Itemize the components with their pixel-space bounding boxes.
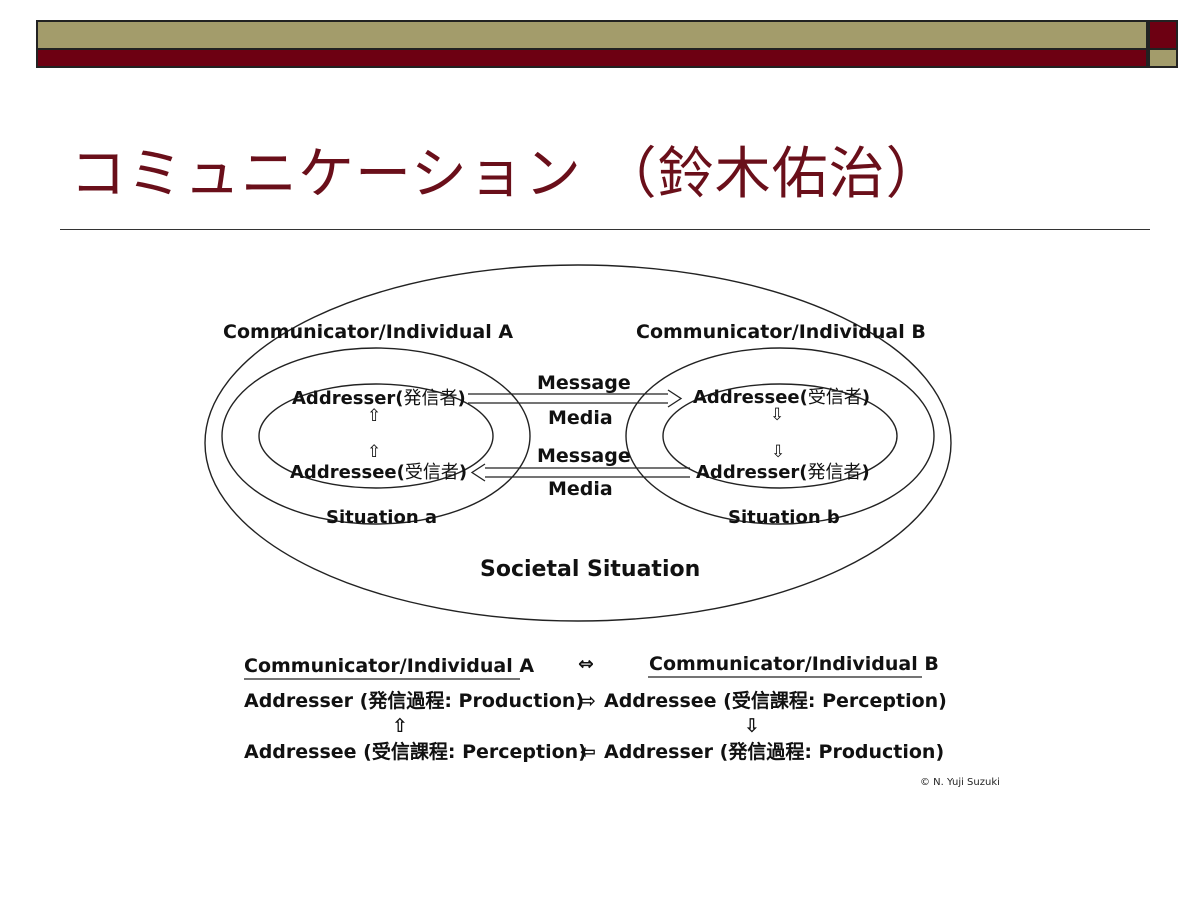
situation-a-ellipse [221,347,531,525]
situation-a-label: Situation a [326,507,437,528]
table-row1-right: Addressee (受信課程: Perception) [604,689,947,712]
message-arrow-b-to-a [470,463,690,482]
addresser-b-japanese-text: 発信者 [808,462,862,483]
table-row3-right: Addresser (発信過程: Production) [604,740,944,763]
individual-a-label: Communicator/Individual A [223,321,513,343]
table-right-header: Communicator/Individual B [649,653,939,675]
addresser-b-latin-text: Addresser( [696,462,808,483]
copyright-credit: © N. Yuji Suzuki [920,777,1000,788]
addressee-a-latin-text: Addressee( [290,462,405,483]
addressee-b-japanese-text: 受信者 [808,387,862,408]
addressee-a-label: Addressee(受信者) [290,462,467,483]
addressee-b-closing-paren: ) [862,387,870,408]
addresser-a-label: Addresser(発信者) [292,388,466,409]
slide-title: コミュニケーション （鈴木佑治） [70,142,943,207]
societal-situation-label: Societal Situation [480,557,700,582]
table-row3-arrow: ⇦ [580,741,596,763]
top-decoration-olive-square [1148,48,1178,68]
title-underline-rule [60,229,1150,230]
individual-a-up-arrow-top: ⇧ [367,406,381,426]
addressee-b-label: Addressee(受信者) [693,387,870,408]
societal-situation-ellipse [204,264,952,622]
message-arrow-a-to-b [468,389,683,408]
table-row1-left: Addresser (発信過程: Production) [244,689,584,712]
situation-b-ellipse [625,347,935,525]
table-left-header: Communicator/Individual A [244,655,534,677]
addresser-a-closing-paren: ) [458,388,466,409]
situation-b-label: Situation b [728,507,840,528]
addressee-a-japanese-text: 受信者 [405,462,459,483]
top-decoration-maroon-band [36,48,1148,68]
media-label-bottom: Media [548,478,613,500]
addresser-a-japanese-text: 発信者 [404,388,458,409]
individual-a-role-ellipse [258,383,494,489]
addresser-a-latin-text: Addresser( [292,388,404,409]
individual-b-down-arrow-bottom: ⇩ [771,442,785,462]
addresser-b-label: Addresser(発信者) [696,462,870,483]
table-row3-left: Addressee (受信課程: Perception) [244,740,587,763]
individual-a-up-arrow-bottom: ⇧ [367,442,381,462]
table-left-up-arrow: ⇧ [392,715,408,737]
message-label-top: Message [537,372,631,394]
addresser-b-closing-paren: ) [862,462,870,483]
table-row1-arrow: ⇨ [580,690,596,712]
media-label-top: Media [548,407,613,429]
individual-b-label: Communicator/Individual B [636,321,926,343]
table-right-down-arrow: ⇩ [744,715,760,737]
individual-b-role-ellipse [662,383,898,489]
table-bidirectional-arrow: ⇔ [578,653,594,675]
individual-b-down-arrow-top: ⇩ [770,405,784,425]
addressee-b-latin-text: Addressee( [693,387,808,408]
addressee-a-closing-paren: ) [459,462,467,483]
message-label-bottom: Message [537,445,631,467]
